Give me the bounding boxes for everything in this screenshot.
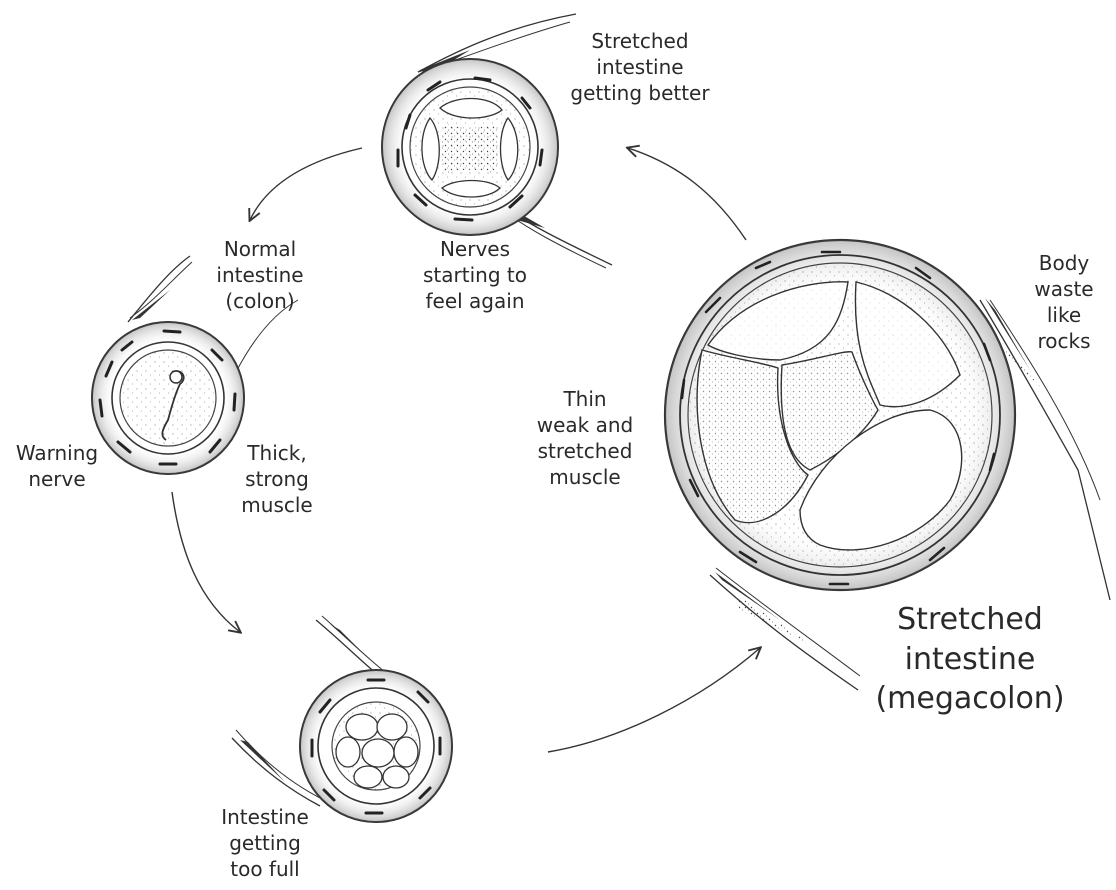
label-body-waste-like-rocks: Body waste like rocks [1016, 250, 1112, 354]
label-thick-strong-muscle: Thick, strong muscle [222, 440, 332, 518]
arrow-full-to-megacolon [548, 648, 760, 752]
arrow-top-to-normal [250, 148, 362, 220]
section-too-full [232, 616, 452, 822]
label-nerves-feel-again: Nerves starting to feel again [400, 236, 550, 314]
label-thin-weak-muscle: Thin weak and stretched muscle [520, 386, 650, 490]
arrow-megacolon-to-top [628, 148, 746, 240]
label-megacolon: Stretched intestine (megacolon) [860, 600, 1080, 719]
label-intestine-too-full: Intestine getting too full [200, 804, 330, 882]
label-stretched-getting-better: Stretched intestine getting better [560, 28, 720, 106]
label-warning-nerve: Warning nerve [2, 440, 112, 492]
label-normal-intestine: Normal intestine (colon) [195, 236, 325, 314]
